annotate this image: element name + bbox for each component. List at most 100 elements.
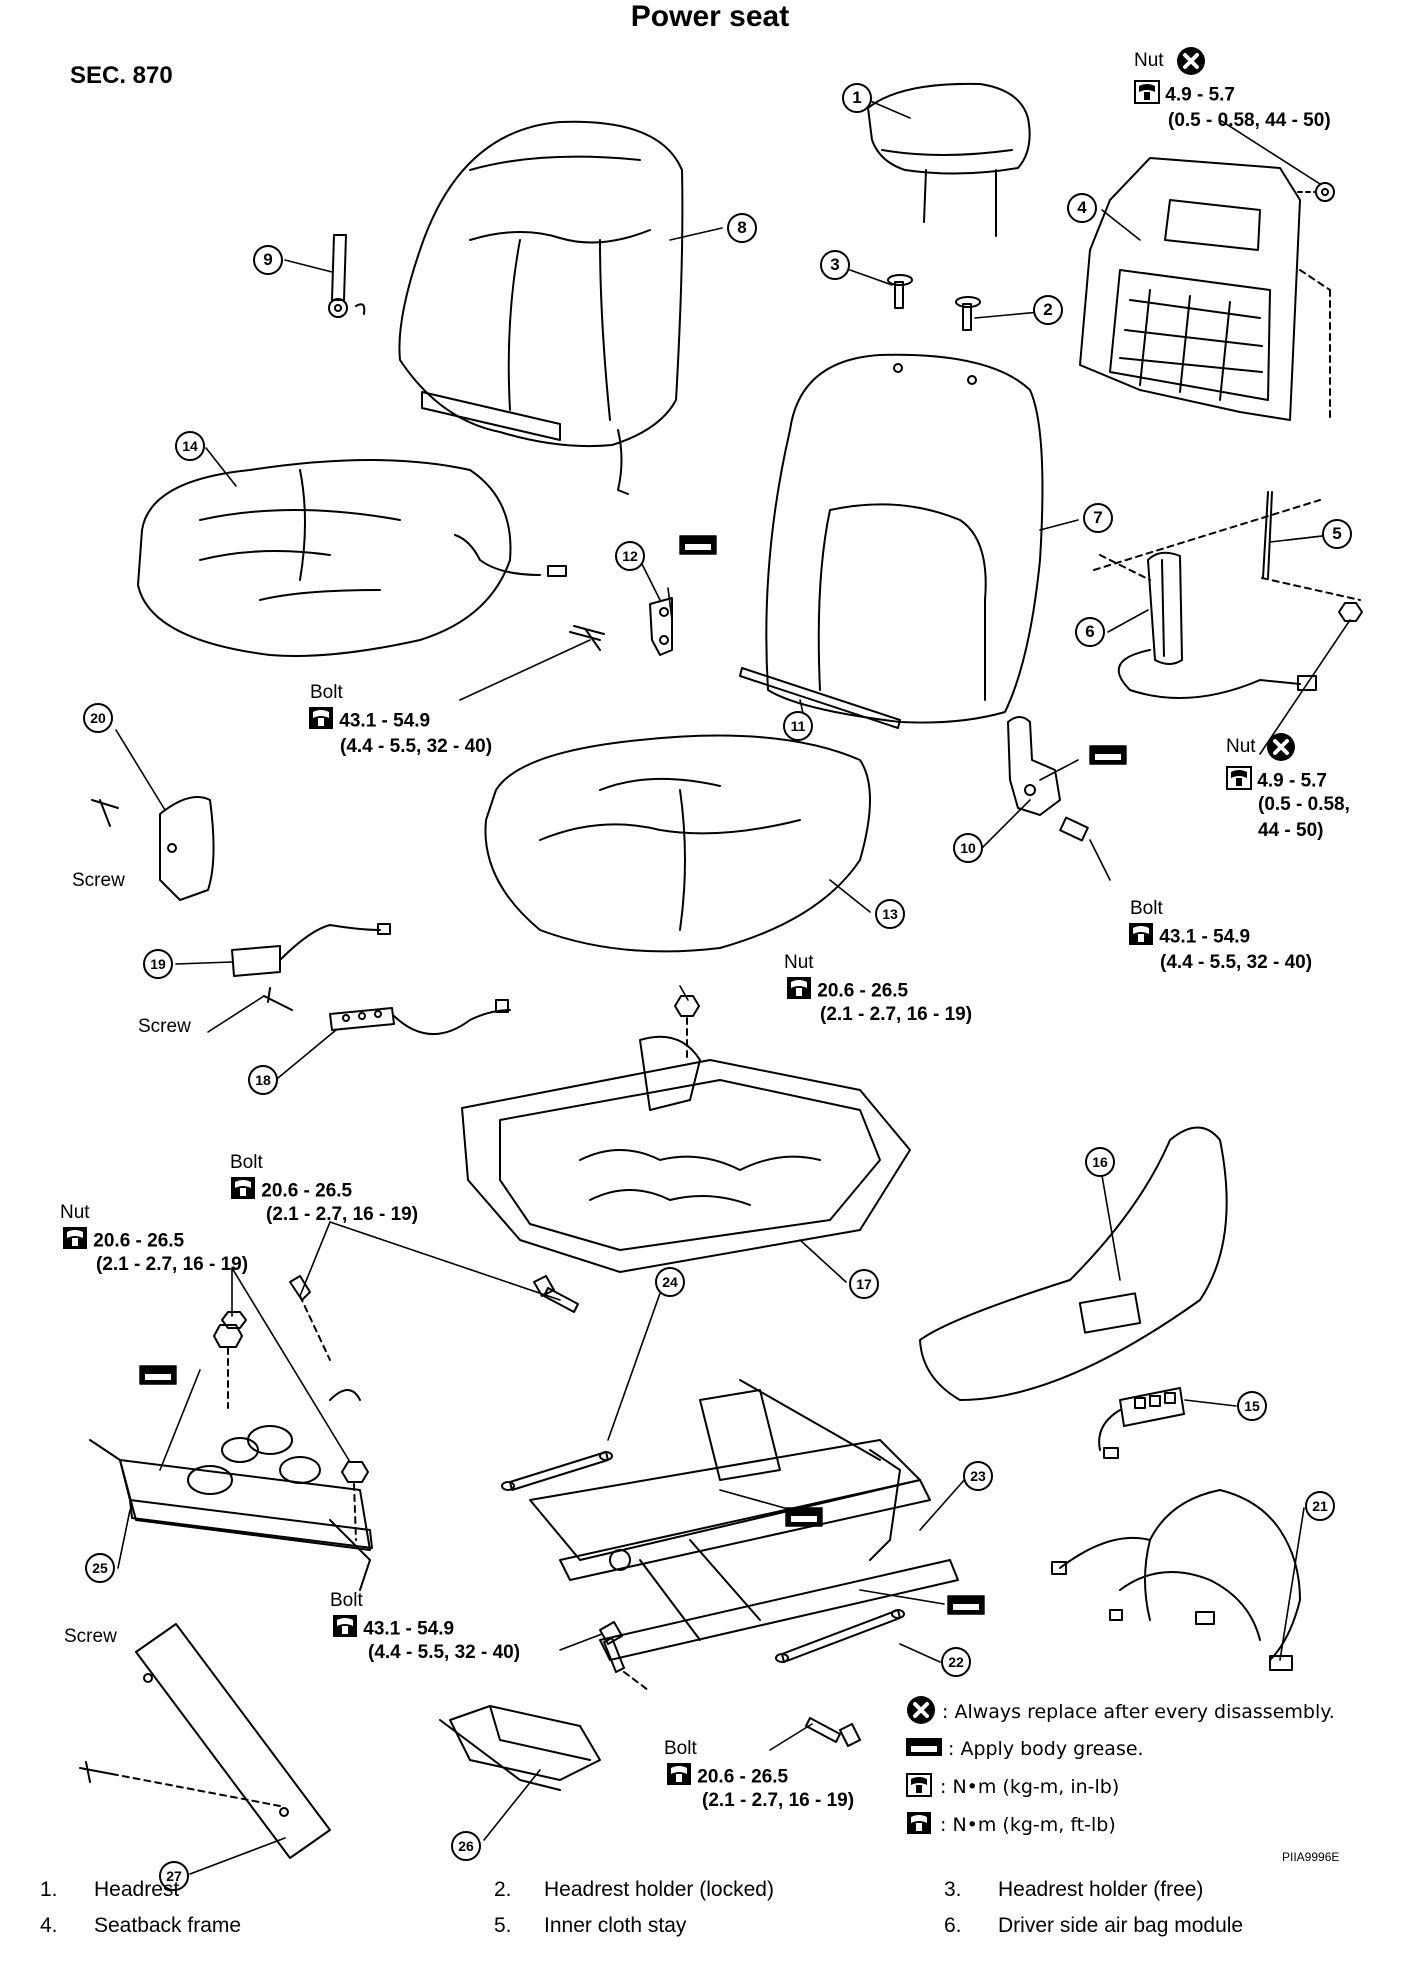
torque-sub: (4.4 - 5.5, 32 - 40): [368, 1642, 521, 1663]
callout-26: 26: [451, 1831, 481, 1861]
legend-row: : Always replace after every disassembly…: [906, 1694, 1335, 1730]
torque-ft-lb-icon: [786, 976, 812, 1007]
bolt-label: Bolt: [230, 1152, 263, 1173]
torque-value: 20.6 - 26.5: [697, 1766, 789, 1788]
figure-code: PIIA9996E: [1282, 1850, 1340, 1864]
torque-sub: (2.1 - 2.7, 16 - 19): [702, 1790, 855, 1811]
torque-value: 4.9 - 5.7: [1165, 84, 1235, 106]
parts-list-name: Inner cloth stay: [544, 1914, 687, 1937]
module-26-part: [439, 1705, 601, 1791]
nut-label: Nut: [1134, 50, 1164, 71]
torque-value: 20.6 - 26.5: [93, 1230, 185, 1252]
nut-label: Nut: [1226, 736, 1256, 757]
page-title: Power seat: [630, 0, 790, 33]
grease-markers: [139, 535, 1127, 1615]
callout-4: 4: [1067, 193, 1097, 223]
torque-ft-lb-icon: [1128, 922, 1154, 953]
inner-cloth-stay-part: [1093, 491, 1361, 601]
seatback-frame-part: [1079, 157, 1335, 421]
torque-ft-lb-icon: [230, 1176, 256, 1207]
callout-9: 9: [253, 245, 283, 275]
torque-value: 4.9 - 5.7: [1257, 770, 1327, 792]
torque-in-lb-icon: [906, 1772, 932, 1802]
screw-label: Screw: [72, 870, 125, 891]
torque-value: 20.6 - 26.5: [817, 980, 909, 1002]
torque-value: 43.1 - 54.9: [1159, 926, 1251, 948]
torque-sub: (2.1 - 2.7, 16 - 19): [266, 1204, 419, 1225]
torque-sub: (2.1 - 2.7, 16 - 19): [96, 1254, 249, 1275]
callout-5: 5: [1322, 519, 1352, 549]
torque-value: 43.1 - 54.9: [339, 710, 431, 732]
torque-value: 20.6 - 26.5: [261, 1180, 353, 1202]
bracket-part: [569, 597, 673, 656]
legend-row: : Apply body grease.: [906, 1730, 1335, 1768]
always-replace-icon: [1176, 46, 1206, 81]
legend-text: : Always replace after every disassembly…: [942, 1701, 1335, 1723]
callout-19: 19: [143, 949, 173, 979]
side-panel-part: [919, 1126, 1228, 1401]
torque-sub: (4.4 - 5.5, 32 - 40): [1160, 952, 1313, 973]
parts-list-name: Headrest: [94, 1878, 180, 1901]
bolt-label: Bolt: [330, 1590, 363, 1611]
parts-list-num: 6.: [944, 1914, 962, 1937]
torque-in-lb-icon: [1134, 80, 1160, 111]
callout-24: 24: [655, 1267, 685, 1297]
parts-list-num: 3.: [944, 1878, 962, 1901]
callout-3: 3: [820, 250, 850, 280]
nut-label: Nut: [60, 1202, 90, 1223]
bolt-rail-part: [599, 1621, 649, 1691]
always-replace-icon: [906, 1695, 936, 1730]
parts-list-num: 2.: [494, 1878, 512, 1901]
bolt-label: Bolt: [1130, 898, 1163, 919]
callout-17: 17: [849, 1269, 879, 1299]
switch-18-part: [263, 987, 511, 1035]
always-replace-icon: [1266, 732, 1296, 767]
callout-13: 13: [875, 899, 905, 929]
torque-sub: 44 - 50): [1258, 820, 1324, 841]
side-cover-part: [91, 796, 215, 901]
callout-11: 11: [783, 711, 813, 741]
cushion-frame-part: [461, 995, 911, 1273]
legend-text: : Apply body grease.: [948, 1738, 1144, 1760]
callout-7: 7: [1083, 503, 1113, 533]
nut-label: Nut: [784, 952, 814, 973]
torque-ft-lb-icon: [666, 1762, 692, 1793]
callout-1: 1: [842, 83, 872, 113]
callout-20: 20: [83, 703, 113, 733]
parts-list-name: Headrest holder (free): [998, 1878, 1204, 1901]
legend: : Always replace after every disassembly…: [906, 1694, 1335, 1844]
callout-27: 27: [159, 1861, 189, 1891]
screw-label: Screw: [138, 1016, 191, 1037]
parts-list-name: Seatback frame: [94, 1914, 242, 1937]
harness-19-part: [231, 923, 391, 977]
callout-6: 6: [1075, 617, 1105, 647]
callout-12: 12: [615, 541, 645, 571]
legend-row: : N•m (kg-m, ft-lb): [906, 1806, 1335, 1844]
nut-part: [1338, 602, 1363, 622]
torque-ft-lb-icon: [62, 1226, 88, 1257]
torque-ft-lb-icon: [332, 1614, 358, 1645]
callout-23: 23: [963, 1461, 993, 1491]
torque-ft-lb-icon: [906, 1811, 932, 1840]
recliner-part: [1007, 716, 1089, 842]
parts-list-name: Headrest holder (locked): [544, 1878, 774, 1901]
callout-21: 21: [1305, 1491, 1335, 1521]
section-label: SEC. 870: [70, 62, 173, 89]
callout-22: 22: [941, 1647, 971, 1677]
legend-row: : N•m (kg-m, in-lb): [906, 1768, 1335, 1806]
screw-label: Screw: [64, 1626, 117, 1647]
callout-18: 18: [248, 1065, 278, 1095]
seatback-cover-part: [398, 120, 684, 495]
parts-list-num: 5.: [494, 1914, 512, 1937]
apply-grease-icon: [906, 1736, 942, 1763]
headrest-holders: [887, 274, 981, 331]
bolt-label: Bolt: [664, 1738, 697, 1759]
switch-15-part: [1098, 1387, 1185, 1459]
callout-14: 14: [175, 431, 205, 461]
parts-list-name: Driver side air bag module: [998, 1914, 1244, 1937]
seat-cushion-cover-part: [137, 459, 567, 657]
fasteners-left: [213, 1275, 369, 1541]
callout-16: 16: [1085, 1147, 1115, 1177]
legend-text: : N•m (kg-m, in-lb): [940, 1776, 1120, 1798]
